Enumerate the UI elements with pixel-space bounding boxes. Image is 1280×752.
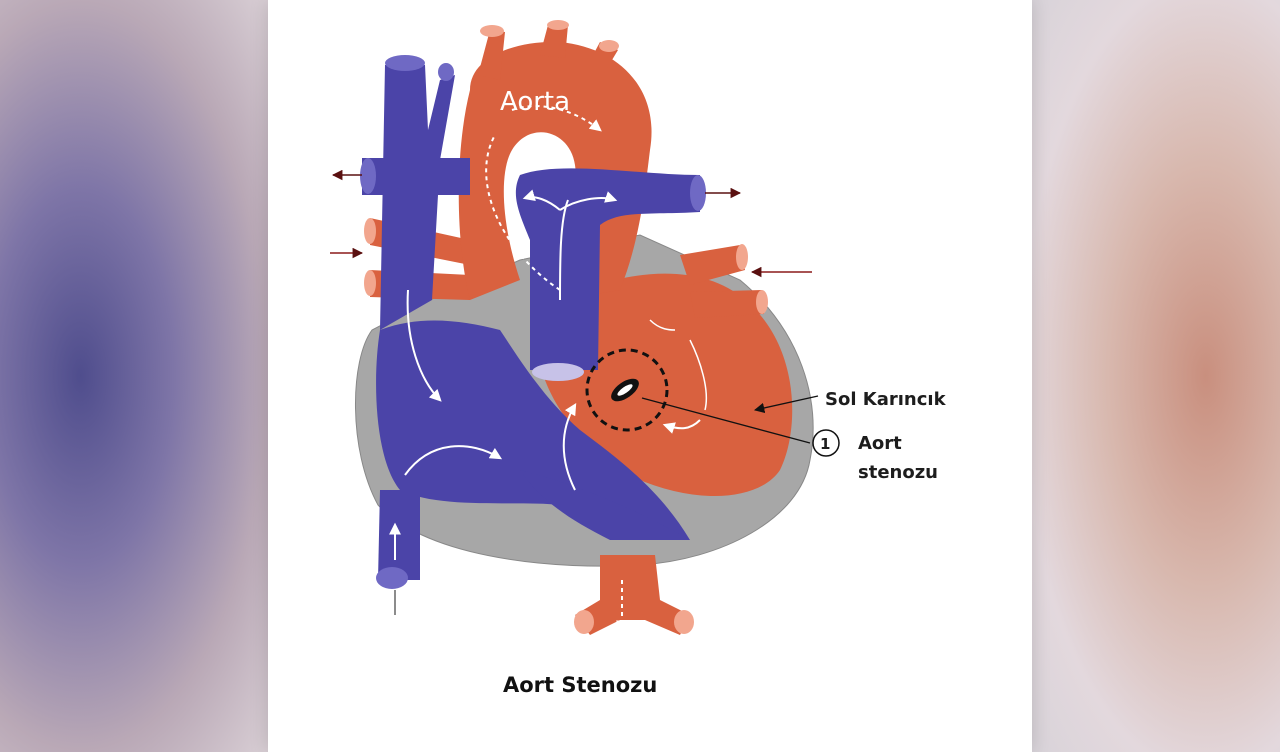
pulmonary-artery xyxy=(362,158,470,195)
left-ventricle xyxy=(545,273,793,497)
aorta-arch xyxy=(458,41,652,301)
stenosis-label-line2: stenozu xyxy=(858,462,938,483)
aorta-label: Aorta xyxy=(500,87,570,117)
diagram-caption: Aort Stenozu xyxy=(503,673,657,697)
stenosis-highlight-circle xyxy=(585,348,669,432)
marker-circle xyxy=(812,429,840,457)
blurred-background-right xyxy=(1032,0,1280,752)
vena-cava xyxy=(380,65,455,330)
right-heart-chambers xyxy=(376,320,690,540)
blurred-background-left xyxy=(0,0,268,752)
left-ventricle-label: Sol Karıncık xyxy=(825,389,947,410)
descending-aorta xyxy=(575,555,690,635)
stenosis-label-line1: Aort xyxy=(858,433,902,454)
pulmonary-veins-right xyxy=(680,244,768,318)
marker-number: 1 xyxy=(820,435,830,453)
